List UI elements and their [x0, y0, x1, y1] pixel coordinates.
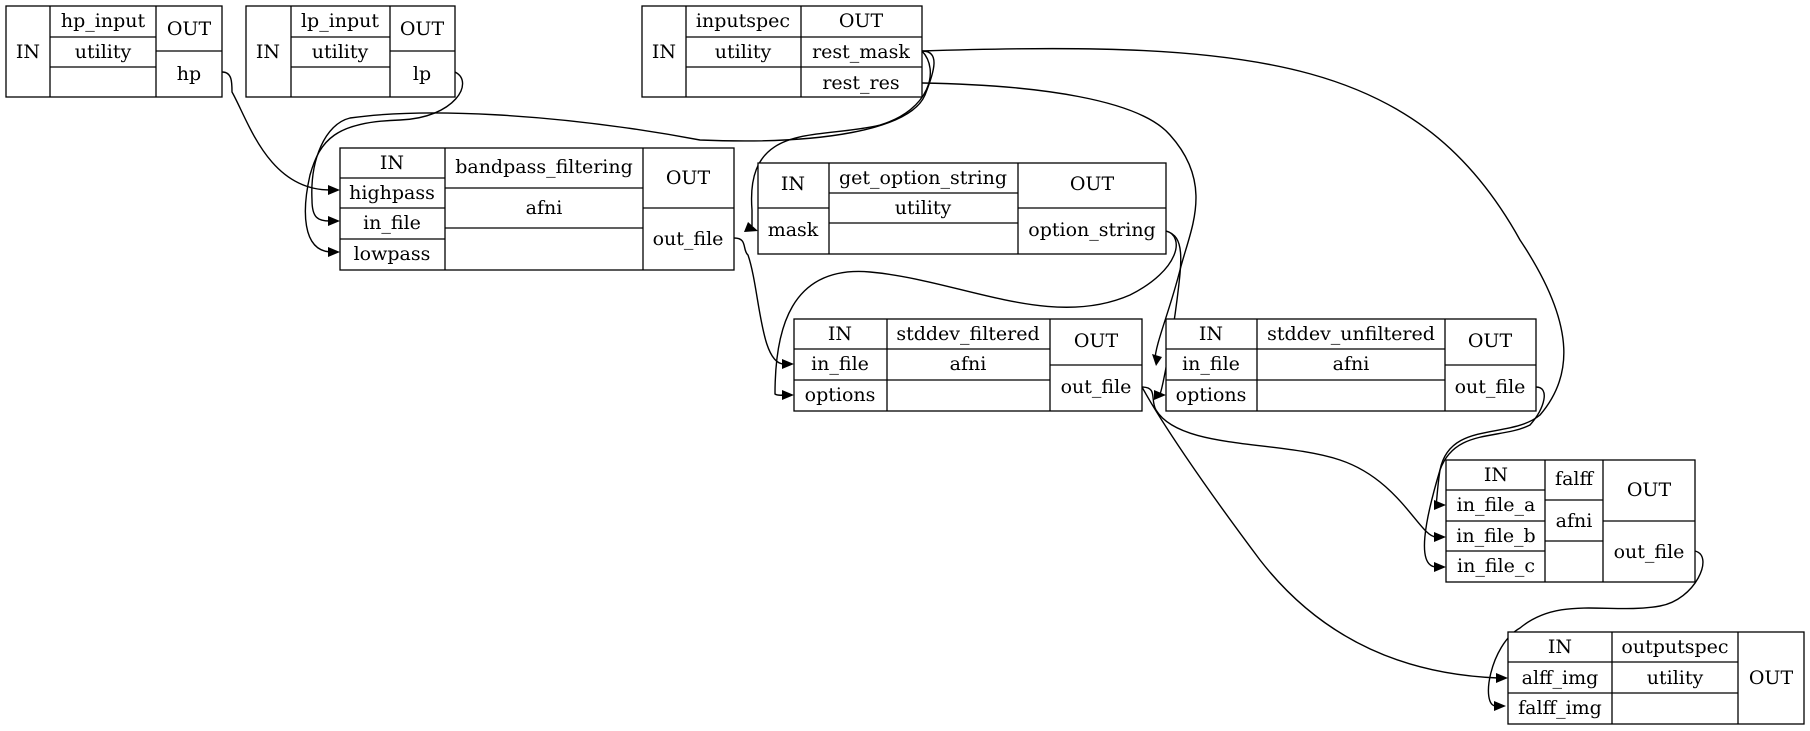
node-module: utility: [715, 41, 772, 63]
out-label: OUT: [1074, 330, 1119, 352]
node-lp-input[interactable]: IN lp_input utility OUT lp: [245, 5, 456, 98]
node-module: afni: [526, 197, 563, 219]
edge-lp-to-lowpass: [304, 71, 464, 253]
arrowhead: [1152, 354, 1162, 366]
node-title: stddev_unfiltered: [1267, 323, 1435, 345]
out-label: OUT: [167, 18, 212, 40]
in-label: IN: [1548, 636, 1572, 658]
in-label: IN: [380, 152, 404, 174]
arrowhead: [1154, 390, 1166, 400]
edge-filtered-out-to-in-file-b: [1141, 386, 1437, 538]
arrowhead: [328, 247, 340, 257]
node-title: falff: [1555, 468, 1594, 490]
port-out-out-file[interactable]: out_file: [1455, 376, 1526, 398]
edge-hp-to-highpass: [221, 71, 331, 191]
arrowhead: [1494, 701, 1506, 711]
node-bandpass-filtering[interactable]: IN highpass in_file lowpass bandpass_fil…: [339, 147, 735, 271]
port-in-in-file-a[interactable]: in_file_a: [1457, 494, 1536, 516]
port-out-option-string[interactable]: option_string: [1028, 219, 1155, 241]
out-label: OUT: [400, 18, 445, 40]
port-in-lowpass[interactable]: lowpass: [354, 243, 431, 265]
edge-rest-mask-to-in-file-a: [921, 47, 1565, 506]
arrowhead: [744, 222, 758, 232]
node-get-option-string[interactable]: IN mask get_option_string utility OUT op…: [757, 162, 1167, 255]
out-label: OUT: [666, 167, 711, 189]
arrowhead: [1496, 673, 1508, 683]
node-module: utility: [312, 41, 369, 63]
node-stddev-filtered[interactable]: IN in_file options stddev_filtered afni …: [793, 318, 1143, 412]
node-inputspec[interactable]: IN inputspec utility OUT rest_mask rest_…: [641, 5, 923, 98]
arrowhead: [782, 390, 794, 400]
node-module: utility: [1647, 667, 1704, 689]
in-label: IN: [1484, 464, 1508, 486]
out-label: OUT: [1627, 479, 1672, 501]
port-out-lp[interactable]: lp: [413, 63, 431, 85]
edge-filtered-out-to-alff-img: [1141, 386, 1499, 679]
edge-falff-out-to-falff-img: [1487, 550, 1704, 707]
port-in-options[interactable]: options: [805, 384, 876, 406]
out-label: OUT: [1749, 667, 1794, 689]
port-out-out-file[interactable]: out_file: [1614, 541, 1685, 563]
port-out-rest-res[interactable]: rest_res: [822, 72, 899, 94]
port-out-hp[interactable]: hp: [177, 63, 201, 85]
out-label: OUT: [839, 10, 884, 32]
node-stddev-unfiltered[interactable]: IN in_file options stddev_unfiltered afn…: [1165, 318, 1537, 412]
in-label: IN: [16, 41, 40, 63]
port-in-falff-img[interactable]: falff_img: [1518, 697, 1602, 719]
node-title: inputspec: [696, 10, 790, 32]
in-label: IN: [256, 41, 280, 63]
node-module: utility: [895, 197, 952, 219]
arrowhead: [328, 185, 340, 195]
arrowhead: [1434, 500, 1446, 510]
node-outputspec[interactable]: IN alff_img falff_img outputspec utility…: [1507, 631, 1805, 725]
node-title: stddev_filtered: [896, 323, 1039, 345]
arrowhead: [328, 216, 340, 226]
in-label: IN: [1199, 323, 1223, 345]
in-label: IN: [828, 323, 852, 345]
arrowhead: [1434, 532, 1446, 542]
node-falff[interactable]: IN in_file_a in_file_b in_file_c falff a…: [1445, 459, 1696, 583]
node-module: afni: [1556, 510, 1593, 532]
node-hp-input[interactable]: IN hp_input utility OUT hp: [5, 5, 223, 98]
in-label: IN: [781, 173, 805, 195]
arrowhead: [782, 359, 794, 369]
port-in-in-file-c[interactable]: in_file_c: [1457, 555, 1535, 577]
port-in-in-file[interactable]: in_file: [1182, 353, 1240, 375]
port-in-alff-img[interactable]: alff_img: [1522, 667, 1599, 689]
port-in-in-file[interactable]: in_file: [811, 353, 869, 375]
port-in-highpass[interactable]: highpass: [349, 182, 435, 204]
node-title: outputspec: [1621, 636, 1728, 658]
in-label: IN: [652, 41, 676, 63]
edge-option-string-to-unfiltered-options: [1159, 230, 1182, 395]
node-title: bandpass_filtering: [455, 156, 633, 178]
edge-bandpass-out-to-filtered-in-file: [733, 237, 785, 365]
edge-rest-mask-to-mask: [750, 50, 931, 226]
edges: [221, 47, 1704, 711]
node-title: hp_input: [61, 10, 146, 32]
edge-option-string-to-filtered-options: [774, 230, 1177, 396]
port-in-options[interactable]: options: [1176, 384, 1247, 406]
port-in-in-file[interactable]: in_file: [363, 212, 421, 234]
port-out-out-file[interactable]: out_file: [653, 228, 724, 250]
out-label: OUT: [1070, 173, 1115, 195]
edge-rest-res-to-unfiltered-in-file: [921, 82, 1197, 361]
out-label: OUT: [1468, 330, 1513, 352]
node-title: lp_input: [301, 10, 379, 32]
node-module: afni: [950, 353, 987, 375]
port-in-mask[interactable]: mask: [768, 219, 819, 241]
edge-unfiltered-out-to-in-file-c: [1423, 386, 1545, 568]
node-module: afni: [1333, 353, 1370, 375]
port-out-rest-mask[interactable]: rest_mask: [812, 41, 910, 63]
arrowhead: [1434, 562, 1446, 572]
port-out-out-file[interactable]: out_file: [1061, 376, 1132, 398]
port-in-in-file-b[interactable]: in_file_b: [1456, 525, 1535, 547]
node-title: get_option_string: [839, 167, 1007, 189]
node-module: utility: [75, 41, 132, 63]
edge-rest-mask-to-bandpass-in-file: [311, 50, 935, 222]
